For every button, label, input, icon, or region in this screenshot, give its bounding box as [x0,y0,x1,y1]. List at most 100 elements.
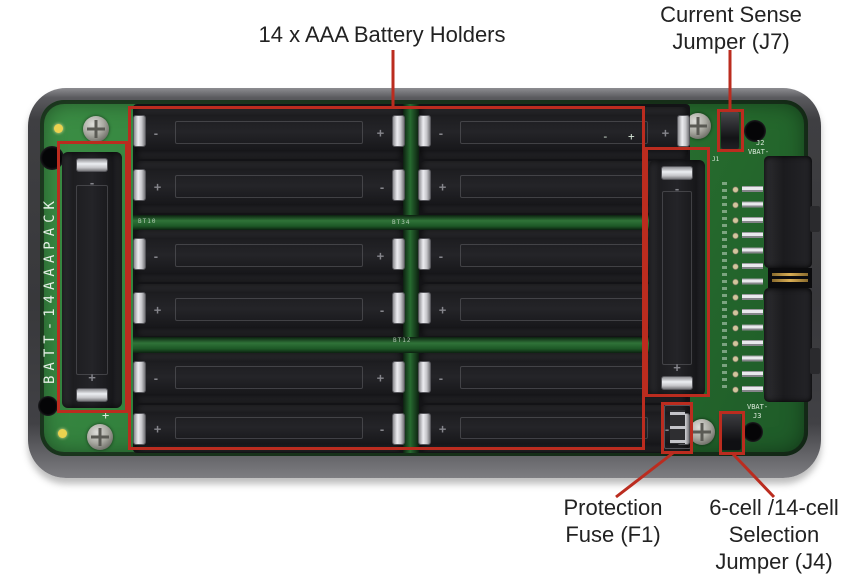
edge-connector-top [764,156,812,268]
annotation-box-f1 [661,402,693,454]
battery-contact [133,115,146,147]
battery-contact [133,238,146,270]
battery-contact [133,413,146,445]
polarity-mark: - [438,248,444,264]
polarity-mark: - [153,370,159,386]
j3-net-label: VBAT- [747,403,769,411]
polarity-mark: + [376,370,385,386]
battery-holder: - + [133,107,405,159]
polarity-silkscreen: + [102,408,110,422]
battery-contact [661,376,693,390]
polarity-mark: + [153,421,162,436]
battery-emboss [175,417,363,439]
gold-pin [772,279,808,282]
polarity-silkscreen: + [628,130,635,143]
annotation-box-battery-holders [128,106,645,450]
led-dot [54,124,63,133]
battery-emboss [175,297,363,322]
battery-contact [418,169,431,201]
battery-emboss [662,190,692,366]
battery-contact [392,169,405,201]
battery-contact [133,361,146,393]
battery-holder: + - [133,405,405,452]
j2-refdes: J2 [756,139,765,147]
polarity-mark: + [438,421,447,436]
battery-contact [418,238,431,270]
polarity-silkscreen: - [602,130,609,143]
battery-contact [392,115,405,147]
gold-pin [772,273,808,276]
polarity-mark: + [438,302,447,318]
solder-pads-column [729,182,742,398]
polarity-mark: + [376,125,385,141]
pcb-row-gap [133,337,690,353]
battery-emboss [175,174,363,199]
silkscreen-net-names [722,182,727,392]
annotation-box-j4 [719,411,745,455]
screw [689,419,715,445]
mounting-hole [38,396,58,416]
bt-silkscreen: BT12 [393,337,412,344]
battery-contact [418,115,431,147]
j3-refdes: J3 [753,412,762,420]
battery-holder-vertical: - + [62,152,122,408]
polarity-mark: - [438,370,444,386]
edge-connector-slot [768,268,812,288]
fuse-line1: Protection [563,495,663,520]
mounting-hole [743,422,763,442]
connector-tab [810,206,820,232]
battery-contact [661,166,693,180]
battery-contact [392,361,405,393]
bt-silkscreen: BT34 [392,219,411,226]
current-sense-line2: Jumper (J7) [672,29,790,54]
current-sense-jumper-label: Current Sense Jumper (J7) [660,1,802,55]
polarity-mark: - [379,421,385,436]
polarity-mark: + [376,248,385,264]
battery-contact [76,158,108,172]
annotation-box-j7 [717,109,744,152]
polarity-mark: + [438,179,447,195]
battery-holder: + - [133,161,405,213]
battery-holder: + - [133,284,405,336]
current-sense-line1: Current Sense [660,2,802,27]
battery-contact [392,238,405,270]
pcb-center-strip [403,104,419,453]
polarity-mark: + [153,179,162,195]
battery-contact [418,361,431,393]
polarity-mark: - [665,421,669,436]
protection-fuse-label: Protection Fuse (F1) [563,494,662,548]
screw [87,424,113,450]
battery-emboss [460,417,648,439]
battery-contact [418,292,431,324]
led-dot [58,429,67,438]
polarity-mark: - [153,248,159,264]
battery-contact [418,413,431,445]
edge-connector-bottom [764,288,812,402]
battery-emboss [175,243,363,268]
polarity-mark: + [661,125,670,141]
battery-emboss [175,120,363,145]
selection-line2: Selection [728,522,820,547]
annotation-box-right-holder [645,147,710,397]
j1-refdes: J1 [712,156,720,163]
battery-contact [76,388,108,402]
battery-contact [133,169,146,201]
selection-line1: 6-cell /14-cell [709,495,839,520]
battery-contact [392,413,405,445]
annotation-box-left-holder [57,141,128,413]
battery-contact [392,292,405,324]
fuse-line2: Fuse (F1) [565,522,661,547]
battery-holder: - + [133,230,405,282]
polarity-mark: - [153,125,159,141]
polarity-mark: - [379,179,385,195]
battery-emboss [460,120,648,145]
screw [83,116,109,142]
j2-net-label: VBAT- [748,148,770,156]
polarity-mark: - [438,125,444,141]
battery-contact [677,115,690,147]
polarity-mark: + [153,302,162,318]
polarity-mark: + [88,369,96,385]
cell-selection-jumper-label: 6-cell /14-cell Selection Jumper (J4) [709,494,839,575]
battery-emboss [175,366,363,389]
